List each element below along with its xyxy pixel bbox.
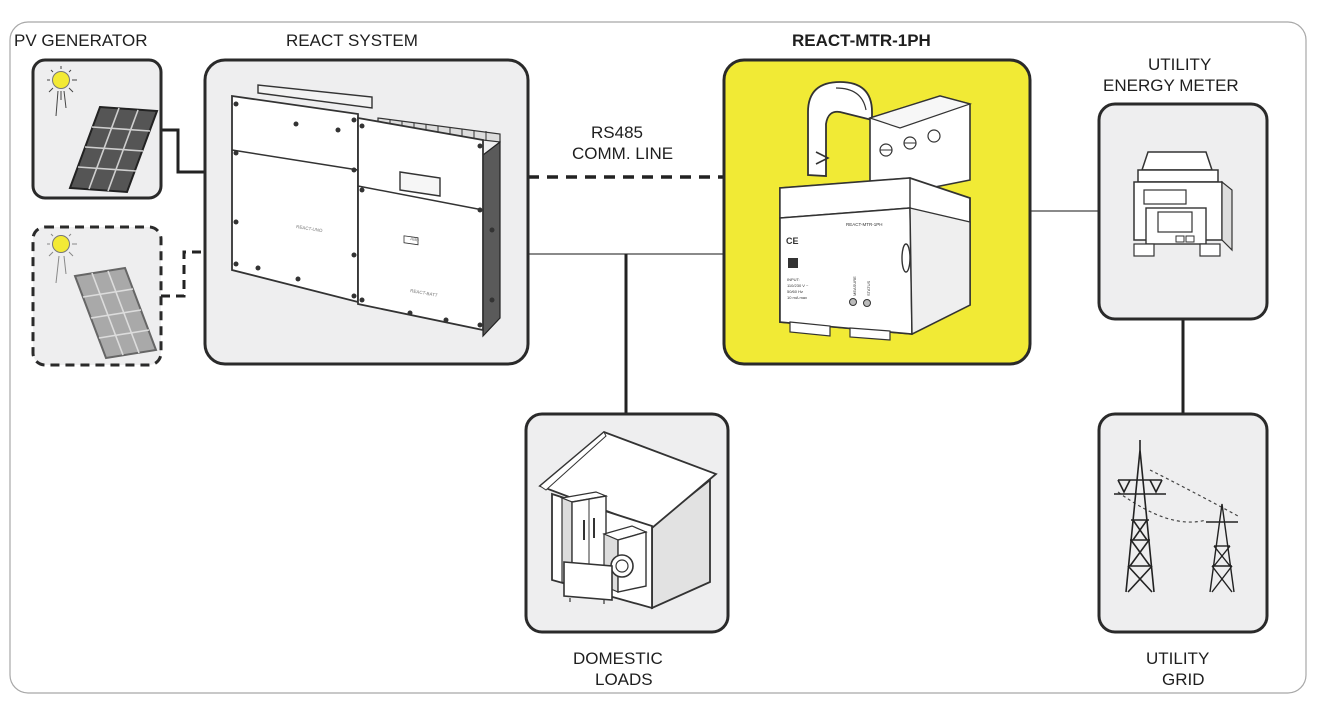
react-system-label: REACT SYSTEM	[286, 31, 418, 50]
pv-generator-panel	[31, 58, 163, 200]
sun-icon	[47, 66, 77, 117]
tv-screen-icon	[563, 561, 613, 604]
energy-meter-device-illustration: REACT-MTR-1PH CE INPUT: 110/230 V ~ 50/6…	[779, 81, 973, 341]
domestic-loads-panel	[524, 412, 730, 634]
solar-panel-icon	[68, 105, 159, 194]
utility-meter-label-line2: ENERGY METER	[1103, 76, 1239, 95]
battery-brand-text: REACT-BATT	[410, 288, 438, 298]
meter-input-label: INPUT:	[787, 277, 800, 282]
utility-meter-icon	[1133, 151, 1233, 257]
pv-generator-optional-panel	[31, 225, 163, 367]
inverter-illustration: REACT-UNO ABB REACT-BATT	[231, 84, 501, 338]
react-system-panel: REACT-UNO ABB REACT-BATT	[203, 58, 530, 366]
domestic-loads-label-line1: DOMESTIC	[573, 649, 663, 668]
meter-qr-square	[788, 258, 798, 268]
meter-spec-line-3: 10 mA max	[787, 295, 807, 300]
utility-grid-panel	[1097, 412, 1269, 634]
meter-spec-line-1: 110/230 V ~	[787, 283, 809, 288]
sun-icon	[47, 233, 77, 284]
pv1-connection	[161, 128, 207, 174]
measure-led-icon	[849, 298, 857, 306]
meter-model-text: REACT-MTR-1PH	[846, 222, 883, 227]
utility-grid-label-line2: GRID	[1162, 670, 1205, 689]
utility-grid-label-line1: UTILITY	[1146, 649, 1210, 668]
react-mtr-label: REACT-MTR-1PH	[792, 31, 931, 50]
status-led-icon	[863, 299, 871, 307]
pv-generator-label: PV GENERATOR	[14, 31, 148, 50]
solar-panel-icon	[73, 266, 158, 360]
inverter-brand-text: REACT-UNO	[296, 224, 323, 233]
meter-status-label: STATUS	[866, 280, 871, 296]
react-mtr-panel: REACT-MTR-1PH CE INPUT: 110/230 V ~ 50/6…	[722, 58, 1032, 366]
inverter-logo-text: ABB	[410, 236, 420, 242]
ce-mark: CE	[786, 236, 799, 246]
meter-measure-label: MEASURE	[852, 276, 857, 296]
meter-spec-line-2: 50/60 Hz	[787, 289, 803, 294]
power-pylon-icon	[1114, 440, 1239, 593]
utility-energy-meter-panel	[1097, 102, 1269, 321]
pv2-connection	[161, 250, 207, 298]
washing-machine-icon	[602, 525, 648, 593]
rs485-label-line1: RS485	[591, 123, 643, 142]
house-icon	[538, 430, 718, 610]
utility-meter-label-line1: UTILITY	[1148, 55, 1212, 74]
rs485-label-line2: COMM. LINE	[572, 144, 674, 163]
domestic-loads-label-line2: LOADS	[595, 670, 653, 689]
